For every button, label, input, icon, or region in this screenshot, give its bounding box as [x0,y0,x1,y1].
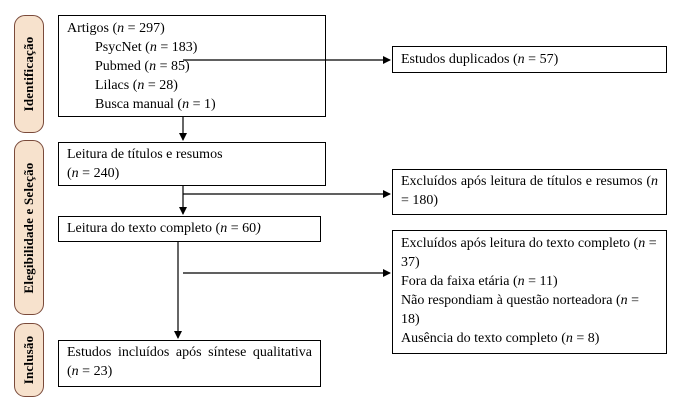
excluded-fulltext-box: Excluídos após leitura do texto completo… [392,230,667,354]
screening-label: Leitura de títulos e resumos [67,147,223,162]
included-text: Estudos incluídos após síntese qualitati… [67,345,312,379]
reason-guiding-question: Não respondiam à questão norteadora (n =… [401,293,640,327]
title-abstract-screening-box: Leitura de títulos e resumos (n = 240) [58,142,326,186]
excluded-titles-text: Excluídos após leitura de títulos e resu… [401,174,658,208]
excluded-fulltext-text: Excluídos após leitura do texto completo… [401,236,657,270]
source-busca-manual: Busca manual (n = 1) [95,97,216,112]
phase-label-identificacao: Identificação [14,15,44,133]
fulltext-text: Leitura do texto completo (n = 60) [67,221,261,236]
source-psycnet: PsycNet (n = 183) [95,40,198,55]
phase-label-elegibilidade: Elegibilidade e Seleção [14,140,44,315]
included-studies-box: Estudos incluídos após síntese qualitati… [58,340,321,387]
duplicates-box: Estudos duplicados (n = 57) [392,46,667,73]
excluded-titles-box: Excluídos após leitura de títulos e resu… [392,169,667,215]
source-pubmed: Pubmed (n = 85) [95,59,190,74]
fulltext-assessment-box: Leitura do texto completo (n = 60) [58,216,321,242]
records-total-line: Artigos (n = 297) [67,21,165,36]
records-identified-box: Artigos (n = 297) PsycNet (n = 183) Pubm… [58,15,326,117]
duplicates-text: Estudos duplicados (n = 57) [401,52,559,67]
phase-label-inclusao: Inclusão [14,323,44,397]
reason-age-range: Fora da faixa etária (n = 11) [401,274,558,289]
source-lilacs: Lilacs (n = 28) [95,78,178,93]
screening-count: (n = 240) [67,166,120,181]
reason-no-fulltext: Ausência do texto completo (n = 8) [401,331,600,346]
